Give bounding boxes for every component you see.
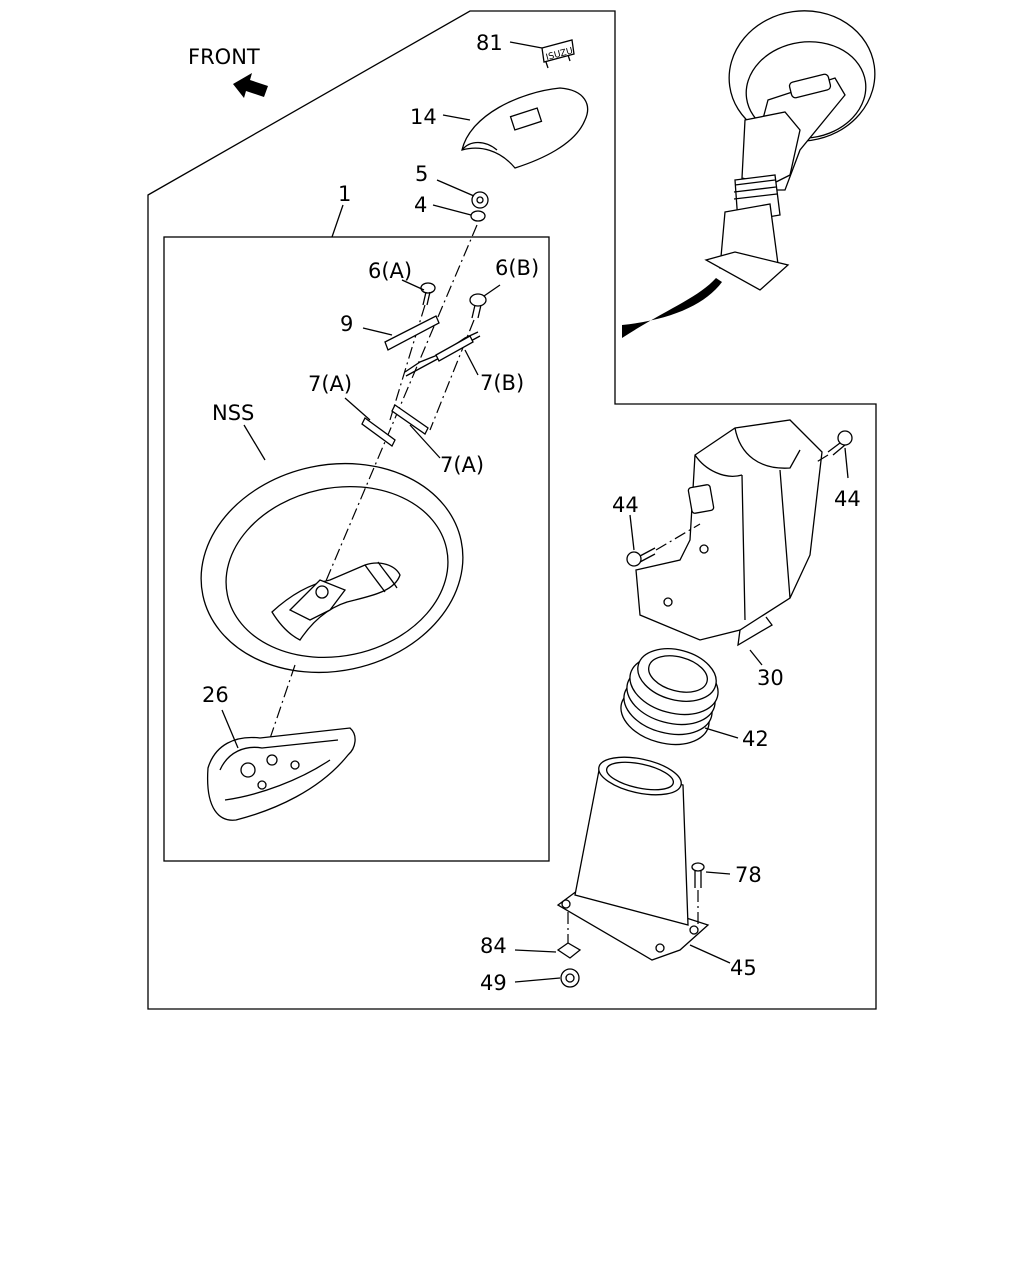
callout-49: 49 <box>480 971 507 995</box>
callout-81: 81 <box>476 31 503 55</box>
screw-6a <box>420 282 436 306</box>
washer-84 <box>556 942 582 959</box>
callout-44-right: 44 <box>834 487 861 511</box>
callout-45: 45 <box>730 956 757 980</box>
callout-7a-top: 7(A) <box>308 372 352 396</box>
callout-14: 14 <box>410 105 437 129</box>
bolt-78 <box>691 862 705 888</box>
assembly-1-box <box>163 236 550 862</box>
column-cover-30 <box>635 419 823 647</box>
callout-26: 26 <box>202 683 229 707</box>
outer-frame <box>147 10 877 1010</box>
callout-30: 30 <box>757 666 784 690</box>
steering-wheel-nss <box>200 462 464 674</box>
nut-5 <box>471 191 489 209</box>
bellows-42 <box>620 648 719 746</box>
callout-6a: 6(A) <box>368 259 412 283</box>
callout-4: 4 <box>414 193 427 217</box>
plate-9 <box>384 315 440 351</box>
front-label: FRONT <box>188 45 260 69</box>
callout-42: 42 <box>742 727 769 751</box>
housing-45 <box>556 756 710 961</box>
screw-44-right <box>827 430 853 456</box>
callout-6b: 6(B) <box>495 256 539 280</box>
callout-7b: 7(B) <box>480 371 524 395</box>
callout-44-left: 44 <box>612 493 639 517</box>
washer-4 <box>470 210 486 222</box>
callout-7a-bottom: 7(A) <box>440 453 484 477</box>
screw-44-left <box>626 547 656 567</box>
horn-cover-14 <box>461 87 589 169</box>
callout-9: 9 <box>340 312 353 336</box>
callout-5: 5 <box>415 162 428 186</box>
front-arrow-icon <box>233 73 268 98</box>
screw-6b <box>469 293 487 319</box>
base-plate-26 <box>206 727 356 821</box>
callout-nss: NSS <box>212 401 254 425</box>
inset-assembled-view <box>622 10 876 338</box>
callout-1: 1 <box>338 182 351 206</box>
callout-78: 78 <box>735 863 762 887</box>
nut-49 <box>560 968 580 988</box>
leader-lines <box>221 41 849 983</box>
clip-7a-lower <box>391 404 429 435</box>
clip-7a-upper <box>361 417 396 447</box>
callout-84: 84 <box>480 934 507 958</box>
emblem-81: ISUZU <box>541 39 575 69</box>
lower-axis-line <box>261 664 296 763</box>
